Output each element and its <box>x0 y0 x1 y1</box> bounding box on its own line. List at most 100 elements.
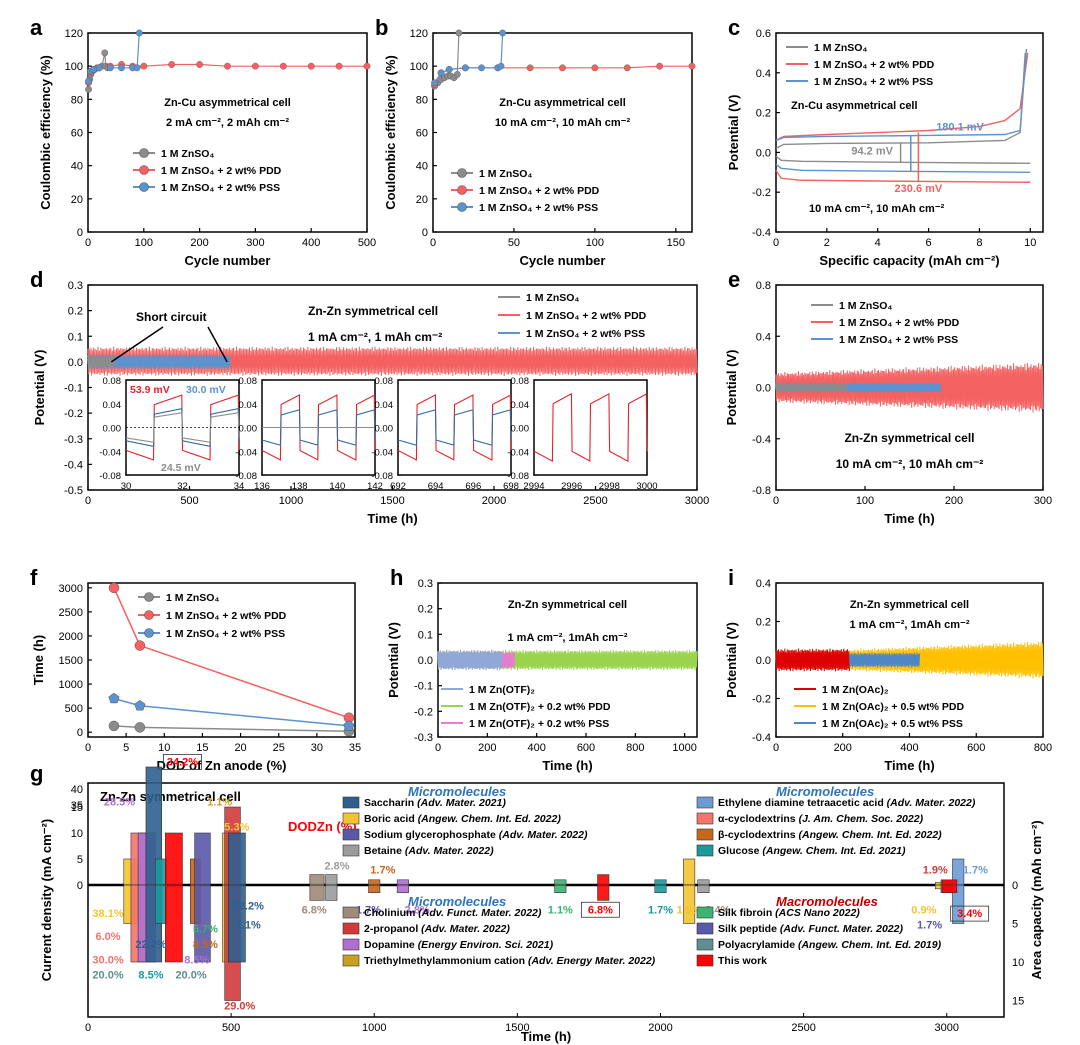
data-point <box>431 79 439 87</box>
y-tick-label: 0.08 <box>511 376 530 387</box>
dod-value: 20.0% <box>175 970 206 982</box>
y-tick-label: -0.5 <box>64 485 83 497</box>
dod-value: 1.1% <box>236 920 261 932</box>
data-point <box>85 85 92 93</box>
y-tick-label: 0.00 <box>375 424 394 435</box>
y-tick-label: 0.08 <box>375 376 394 387</box>
y-axis-label: Coulombic efficiency (%) <box>38 55 53 210</box>
x-tick-label: 400 <box>302 237 320 249</box>
data-point <box>559 64 566 72</box>
data-point <box>343 720 355 731</box>
voltage-curve <box>775 48 1028 142</box>
x-tick-label: 142 <box>367 481 383 492</box>
x-tick-label: 692 <box>390 481 406 492</box>
x-tick-label: 400 <box>900 742 918 754</box>
legend-ref: (Adv. Mater. 2022) <box>887 797 976 809</box>
y-tick-label: 80 <box>416 94 428 106</box>
x-tick-label: 2000 <box>648 1022 672 1034</box>
y-tick-label: 0.2 <box>756 617 771 629</box>
legend-swatch <box>342 938 360 951</box>
bar-current <box>164 832 183 886</box>
x-tick-label: 500 <box>180 495 198 507</box>
x-tick-label: 500 <box>358 237 376 249</box>
x-tick-label: 2500 <box>583 495 607 507</box>
y-tick-label: 20 <box>416 194 428 206</box>
x-tick-label: 25 <box>273 742 285 754</box>
dod-value: 28.5% <box>104 796 135 808</box>
legend-swatch <box>696 796 714 809</box>
dod-value: 20.0% <box>92 970 123 982</box>
annotation: 180.1 mV <box>936 122 984 134</box>
x-tick-label: 800 <box>1034 742 1052 754</box>
y-tick-label: 60 <box>416 128 428 140</box>
y-tick-label: -0.3 <box>414 732 433 744</box>
bar-capacity <box>325 884 338 901</box>
y-tick-label: -0.08 <box>371 471 393 482</box>
bar-capacity <box>683 884 696 924</box>
dod-value: 1.9% <box>923 865 948 877</box>
data-point <box>133 64 141 72</box>
y-tick-label: 35 <box>71 800 83 812</box>
x-tick-label: 2000 <box>482 495 506 507</box>
bar-capacity <box>554 884 567 893</box>
x-tick-label: 100 <box>135 237 153 249</box>
x-axis-label: Specific capacity (mAh cm⁻²) <box>819 253 999 268</box>
y-tick-label: 120 <box>65 28 83 40</box>
legend-swatch <box>342 906 360 919</box>
x-axis-label: Cycle number <box>185 253 271 268</box>
inset-trace <box>125 394 240 461</box>
bar-current <box>597 874 610 886</box>
x-tick-label: 1000 <box>279 495 303 507</box>
plot-frame <box>775 32 1044 233</box>
legend-entry: 2-propanol (Adv. Mater. 2022) <box>364 923 510 935</box>
x-tick-label: 10 <box>1024 237 1036 249</box>
bar-capacity <box>309 884 325 901</box>
legend-entry: 1 M ZnSO₄ + 2 wt% PSS <box>479 202 598 214</box>
x-tick-label: 1000 <box>362 1022 386 1034</box>
x-tick-label: 30 <box>121 481 132 492</box>
bar-current <box>227 832 246 886</box>
data-point <box>134 699 146 711</box>
x-tick-label: 600 <box>577 742 595 754</box>
data-point <box>437 69 445 77</box>
y-tick-label: 100 <box>65 61 83 73</box>
series-line <box>113 587 350 719</box>
legend-entry: 1 M ZnSO₄ <box>839 300 892 312</box>
dod-value: 5.7% <box>193 924 218 936</box>
x-tick-label: 0 <box>773 495 779 507</box>
y-axis-label: Potential (V) <box>724 622 739 698</box>
bar-current <box>683 858 696 886</box>
dod-value: 29.0% <box>224 1001 255 1013</box>
bar-capacity <box>597 884 610 901</box>
dod-value: 8.5% <box>193 939 218 951</box>
legend-ref: (Adv. Funct. Mater. 2022) <box>780 923 904 935</box>
legend-entry: 1 M ZnSO₄ <box>161 148 214 160</box>
legend-swatch <box>342 922 360 935</box>
legend-ref: (Angew. Chem. Int. Ed. 2019) <box>798 939 942 951</box>
bar-current <box>309 874 325 886</box>
x-tick-label: 15 <box>196 742 208 754</box>
bar-capacity <box>942 884 958 893</box>
legend-marker <box>139 165 149 175</box>
legend-entry: 1 M ZnSO₄ <box>479 168 532 180</box>
x-axis-label: Time (h) <box>884 758 934 773</box>
y-axis-label: Coulombic efficiency (%) <box>383 55 398 210</box>
y-tick-label: 2000 <box>59 631 83 643</box>
bar-current <box>368 879 381 886</box>
legend-ref: (Adv. Mater. 2022) <box>499 829 588 841</box>
y-tick-label: 0.04 <box>103 400 122 411</box>
y-tick-label: 0.6 <box>756 28 771 40</box>
dod-box <box>950 905 990 922</box>
data-point <box>591 64 599 72</box>
dod-value: 1.7% <box>648 904 673 916</box>
legend-entry: 1 M ZnSO₄ + 2 wt% PDD <box>161 165 282 177</box>
arrow <box>110 326 164 363</box>
x-tick-label: 0 <box>773 742 779 754</box>
x-tick-label: 2994 <box>523 481 544 492</box>
inset-trace <box>533 392 648 463</box>
annotation: Zn-Zn symmetrical cell <box>508 599 627 611</box>
